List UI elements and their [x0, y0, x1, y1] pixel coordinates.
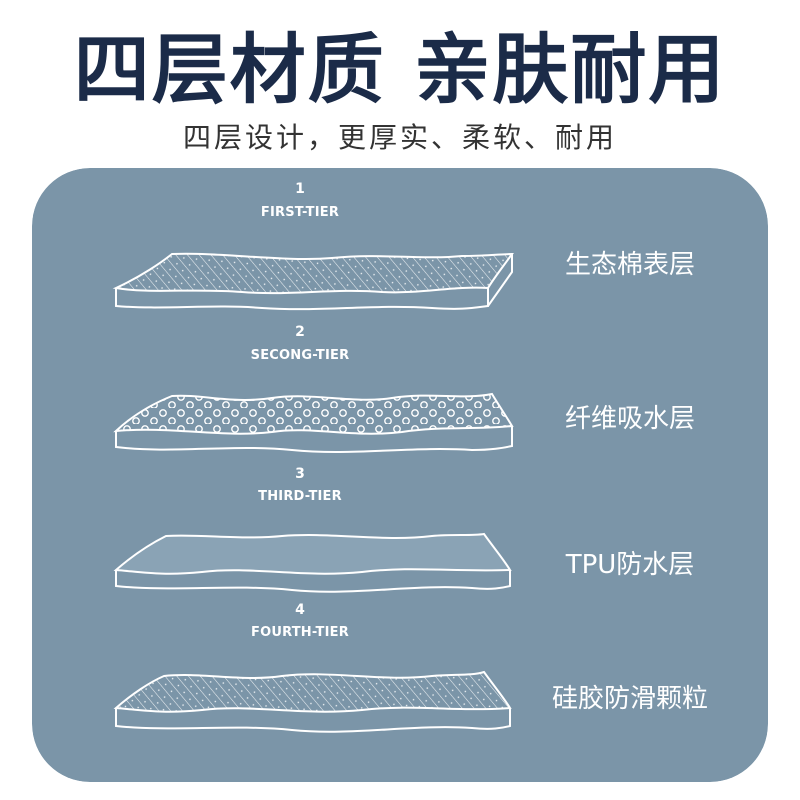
layer-2-top-surface: [113, 392, 514, 435]
layer-3-edge: [115, 570, 511, 593]
layers-panel: 1 FIRST-TIER 生态棉表层 2 SECONG-TIER 纤维吸水层 3…: [32, 168, 768, 782]
tier-2-name: SECONG-TIER: [250, 348, 350, 363]
tier-4-number: 4: [295, 602, 305, 618]
layer-1-illustration: [112, 252, 514, 311]
tier-2-label: 纤维吸水层: [564, 404, 695, 434]
layer-4-illustration: [113, 670, 512, 733]
layers-illustration: [32, 168, 768, 782]
layer-2-illustration: [113, 392, 514, 453]
layer-1-edge: [115, 254, 513, 311]
tier-4-label: 硅胶防滑颗粒: [551, 684, 708, 714]
tier-1-number: 1: [295, 181, 305, 197]
layer-4-edge: [115, 708, 511, 733]
layer-2-edge: [115, 426, 513, 453]
tier-3-name: THIRD-TIER: [258, 489, 342, 504]
layer-3-top-surface: [113, 532, 512, 575]
tier-3-label: TPU防水层: [565, 550, 695, 580]
layer-4-top-surface: [113, 670, 512, 713]
tier-1-label: 生态棉表层: [564, 250, 695, 280]
subheadline: 四层设计，更厚实、柔软、耐用: [182, 121, 617, 154]
panel-background: [32, 168, 768, 782]
tier-1-name: FIRST-TIER: [260, 205, 340, 220]
tier-3-number: 3: [295, 466, 305, 482]
tier-2-number: 2: [295, 324, 305, 340]
layer-3-illustration: [113, 532, 512, 593]
layer-1-top-surface: [112, 252, 514, 295]
tier-4-name: FOURTH-TIER: [251, 625, 349, 640]
headline: 四层材质 亲肤耐用: [73, 25, 727, 114]
